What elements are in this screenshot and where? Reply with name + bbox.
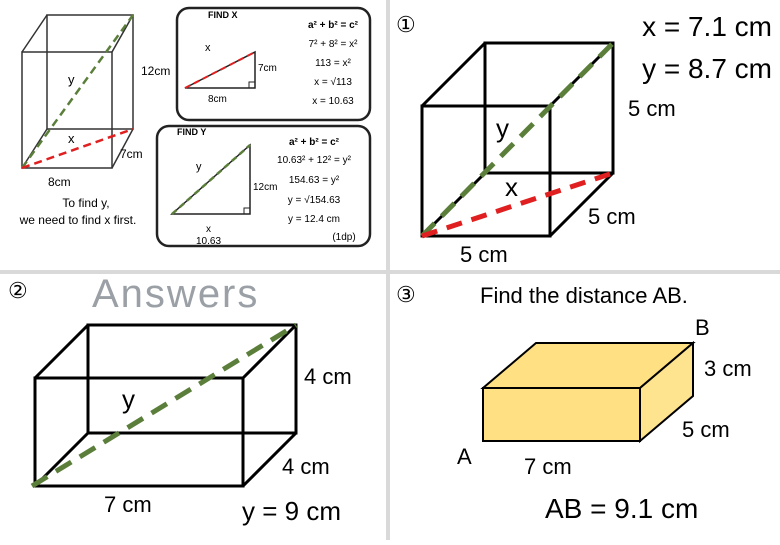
- worked-example-cuboid: [20, 14, 135, 170]
- q1-label-width: 5 cm: [460, 242, 508, 267]
- find-y-step-6: (1dp): [332, 232, 355, 243]
- find-y-steps: a² + b² = c² 10.63² + 12² = y² 154.63 = …: [277, 137, 356, 243]
- q2-diagonal-y: [30, 322, 298, 489]
- q3-label-width: 7 cm: [524, 454, 572, 479]
- find-x-step-2: 7² + 8² = x²: [309, 39, 359, 50]
- diagonal-y: [20, 14, 135, 169]
- diagonal-x: [21, 127, 134, 170]
- q1-cube: [420, 41, 615, 239]
- find-y-step-2: 10.63² + 12² = y²: [277, 155, 352, 166]
- q3-label-b: B: [695, 315, 710, 340]
- find-x-triangle: [184, 50, 256, 89]
- q3-answer: AB = 9.1 cm: [545, 493, 698, 524]
- q2-label-height: 4 cm: [304, 364, 352, 389]
- find-x-step-5: x = 10.63: [312, 96, 354, 107]
- find-y-step-3: 154.63 = y²: [289, 175, 340, 186]
- q2-answer: y = 9 cm: [242, 496, 341, 526]
- answers-title: Answers: [92, 272, 260, 316]
- find-x-tri-side: 7cm: [258, 63, 277, 74]
- q3-label-height: 3 cm: [704, 356, 752, 381]
- we-label-y: y: [68, 72, 75, 87]
- q1-number: ①: [396, 12, 416, 37]
- find-x-card: [175, 6, 372, 122]
- q3-label-a: A: [457, 444, 472, 469]
- we-label-width: 8cm: [48, 175, 71, 189]
- q1-label-height: 5 cm: [628, 96, 676, 121]
- we-label-height: 12cm: [141, 64, 170, 78]
- q3-label-depth: 5 cm: [682, 417, 730, 442]
- find-x-step-3: 113 = x²: [315, 58, 351, 69]
- find-x-steps: a² + b² = c² 7² + 8² = x² 113 = x² x = √…: [308, 20, 359, 107]
- we-note-line2: we need to find x first.: [19, 213, 137, 227]
- find-y-tri-base-x: x: [206, 224, 211, 235]
- find-x-title: FIND X: [208, 10, 238, 20]
- q2-label-width: 7 cm: [104, 492, 152, 517]
- find-y-tri-side: 12cm: [253, 182, 277, 193]
- find-x-step-4: x = √113: [314, 76, 352, 88]
- find-y-card: [155, 124, 372, 248]
- find-y-tri-base-value: 10.63: [196, 236, 221, 247]
- find-y-step-1: a² + b² = c²: [289, 137, 340, 148]
- we-label-depth: 7cm: [120, 147, 143, 161]
- q2-label-y: y: [122, 384, 135, 414]
- we-label-x: x: [68, 131, 75, 146]
- we-note-line1: To find y,: [62, 196, 109, 210]
- q2-number: ②: [8, 278, 28, 303]
- q1-diagonal-y: [420, 41, 615, 238]
- q2-label-depth: 4 cm: [282, 454, 330, 479]
- find-y-step-5: y = 12.4 cm: [288, 214, 340, 225]
- find-y-triangle: [170, 143, 251, 215]
- find-y-tri-hyp: y: [196, 161, 202, 173]
- q3-solid-cuboid: [480, 340, 696, 444]
- find-x-tri-base: 8cm: [208, 94, 227, 105]
- find-x-tri-hyp: x: [205, 42, 211, 54]
- q1-label-x: x: [505, 172, 518, 202]
- find-x-step-1: a² + b² = c²: [308, 20, 359, 31]
- q1-answer-x: x = 7.1 cm: [642, 11, 772, 42]
- find-y-step-4: y = √154.63: [288, 194, 341, 206]
- q1-label-depth: 5 cm: [588, 204, 636, 229]
- q1-label-y: y: [496, 113, 509, 143]
- q2-cuboid: [30, 322, 298, 489]
- q1-answer-y: y = 8.7 cm: [642, 53, 772, 84]
- find-y-title: FIND Y: [177, 127, 206, 137]
- q3-prompt: Find the distance AB.: [480, 283, 688, 308]
- q3-number: ③: [396, 282, 416, 307]
- q1-diagonal-x: [421, 170, 614, 239]
